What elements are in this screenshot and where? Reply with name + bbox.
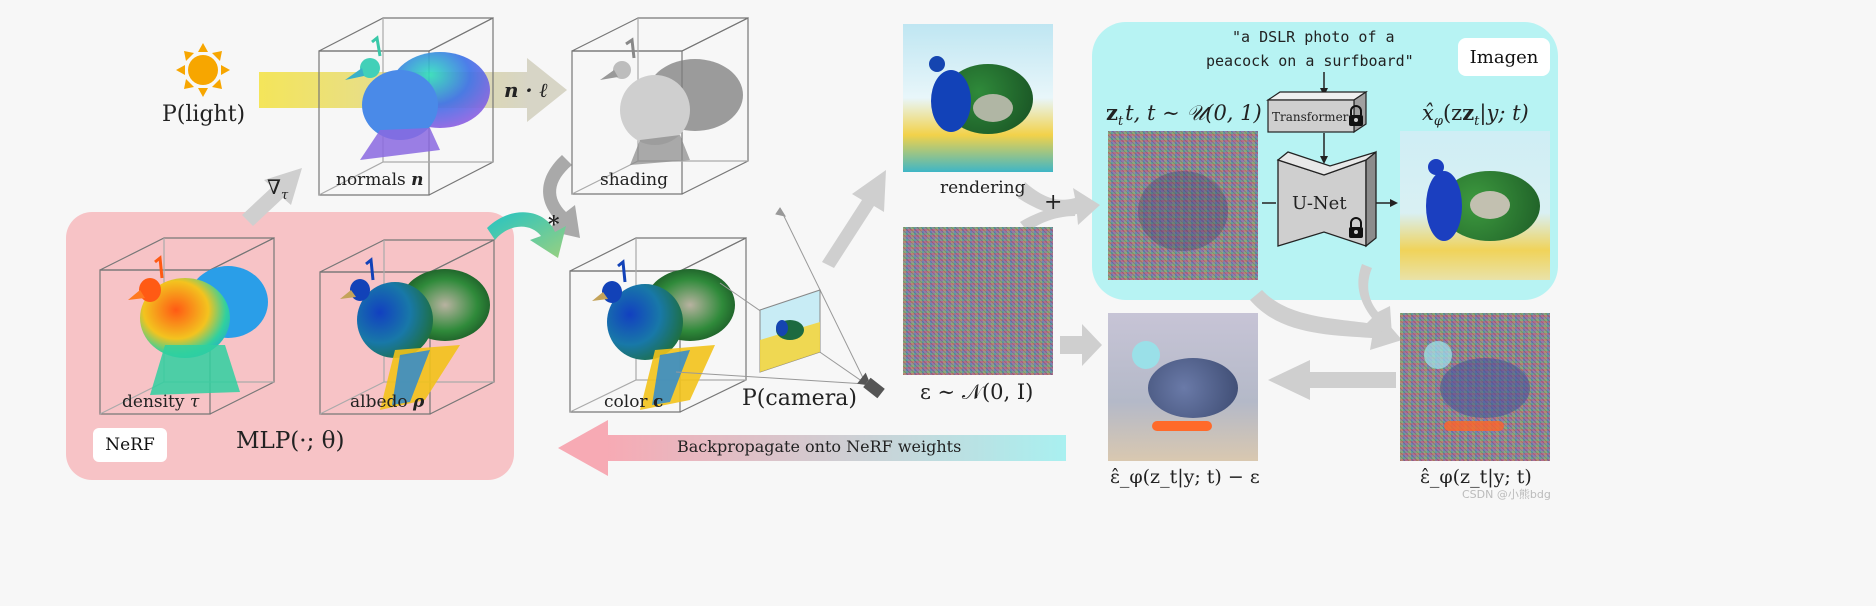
density-label-prefix: density (122, 392, 185, 412)
albedo-peacock-image (340, 257, 490, 410)
imagen-wiring (1262, 72, 1398, 207)
light-label: P(light) (162, 102, 246, 127)
unet-label: U-Net (1292, 193, 1347, 214)
dot-operator: · (525, 78, 533, 102)
rendering-label: rendering (940, 178, 1026, 198)
zt-label: ztt, t ∼ 𝒰(0, 1) (1106, 100, 1262, 129)
nabla-subscript: τ (280, 188, 289, 203)
normals-peacock-image (345, 35, 490, 160)
normals-label-var: n (411, 170, 424, 190)
color-label-prefix: color (604, 392, 648, 412)
dot-product-a: n (504, 78, 519, 102)
xhat-sub: φ (1433, 114, 1443, 130)
nabla-symbol: ∇ (267, 175, 281, 199)
noise-image (903, 227, 1053, 375)
eps-diff-image (1108, 313, 1258, 461)
density-label-var: τ (189, 392, 200, 412)
shading-peacock-image (600, 37, 743, 165)
zt-to-epshat-arrow (1250, 290, 1402, 350)
backprop-label: Backpropagate onto NeRF weights (677, 437, 962, 456)
normals-label-prefix: normals (336, 170, 406, 190)
rendering-to-zt-arrow (1018, 182, 1100, 225)
noise-to-zt-arrow (1020, 205, 1076, 232)
zt-var: z (1106, 100, 1118, 125)
xhat-label: x̂φ(zzt|y; t) (1422, 100, 1529, 129)
watermark: CSDN @小熊bdg (1462, 488, 1551, 501)
density-peacock-image (128, 255, 268, 395)
star-operator: * (548, 212, 560, 238)
normals-label: normals n (336, 170, 424, 190)
epshat-to-diff-arrow (1268, 360, 1396, 400)
zt-noisy-image (1108, 131, 1258, 280)
gradient-arrow (242, 168, 302, 226)
eps-hat-image (1400, 313, 1550, 461)
plus-operator: + (1044, 190, 1063, 215)
color-label-var: c (652, 392, 664, 412)
albedo-label-prefix: albedo (350, 392, 408, 412)
prompt-line1: "a DSLR photo of a (1232, 28, 1395, 46)
lock-icon (1349, 217, 1363, 238)
imagen-tag: Imagen (1458, 38, 1550, 76)
dot-product-b: ℓ (539, 78, 548, 102)
lock-icon (1349, 105, 1363, 126)
noise-label: ε ∼ 𝒩(0, I) (920, 380, 1034, 404)
sun-icon (176, 43, 230, 97)
noise-to-diff-arrow (1060, 324, 1102, 366)
eps-diff-label: ε̂_φ(z_t|y; t) − ε (1110, 466, 1260, 488)
color-peacock-image (592, 259, 735, 410)
rendering-image (903, 24, 1053, 172)
albedo-label: albedo ρ (350, 392, 424, 412)
xhat-end: |y; t) (1479, 101, 1529, 125)
prompt-line2: peacock on a surfboard" (1206, 52, 1414, 70)
density-label: density τ (122, 392, 199, 412)
shading-to-color-arrow (543, 155, 580, 238)
dot-product-label: n · ℓ (504, 78, 548, 103)
xhat-to-epshat-arrow (1358, 264, 1392, 335)
camera-label: P(camera) (742, 386, 857, 411)
color-label: color c (604, 392, 663, 412)
transformer-label: Transformer (1272, 110, 1349, 124)
unet-box (1276, 150, 1377, 248)
to-rendering-arrow (822, 170, 886, 268)
imagen-tag-text: Imagen (1469, 46, 1539, 68)
albedo-to-color-arrow (487, 212, 566, 258)
nerf-tag: NeRF (93, 428, 167, 462)
xhat-rest: (z (1442, 101, 1463, 125)
albedo-label-var: ρ (413, 392, 425, 412)
mlp-label: MLP(·; θ) (236, 428, 345, 454)
zt-sub: t (1117, 114, 1124, 130)
camera-rays (675, 207, 867, 385)
xhat-image (1400, 131, 1550, 280)
diagram-canvas (99, 17, 1402, 476)
zt-rest: t, t ∼ 𝒰(0, 1) (1125, 101, 1262, 125)
xhat-zsub: t (1474, 114, 1480, 130)
gradient-label: ∇τ (267, 175, 288, 203)
xhat-zvar: z (1462, 100, 1475, 125)
shading-label: shading (600, 170, 668, 190)
camera-image-plane (759, 289, 821, 373)
camera-icon (857, 372, 885, 399)
backprop-arrow (558, 420, 1066, 476)
xhat-var: x̂ (1422, 101, 1434, 125)
eps-hat-label: ε̂_φ(z_t|y; t) (1420, 466, 1532, 488)
nerf-tag-text: NeRF (105, 435, 155, 455)
